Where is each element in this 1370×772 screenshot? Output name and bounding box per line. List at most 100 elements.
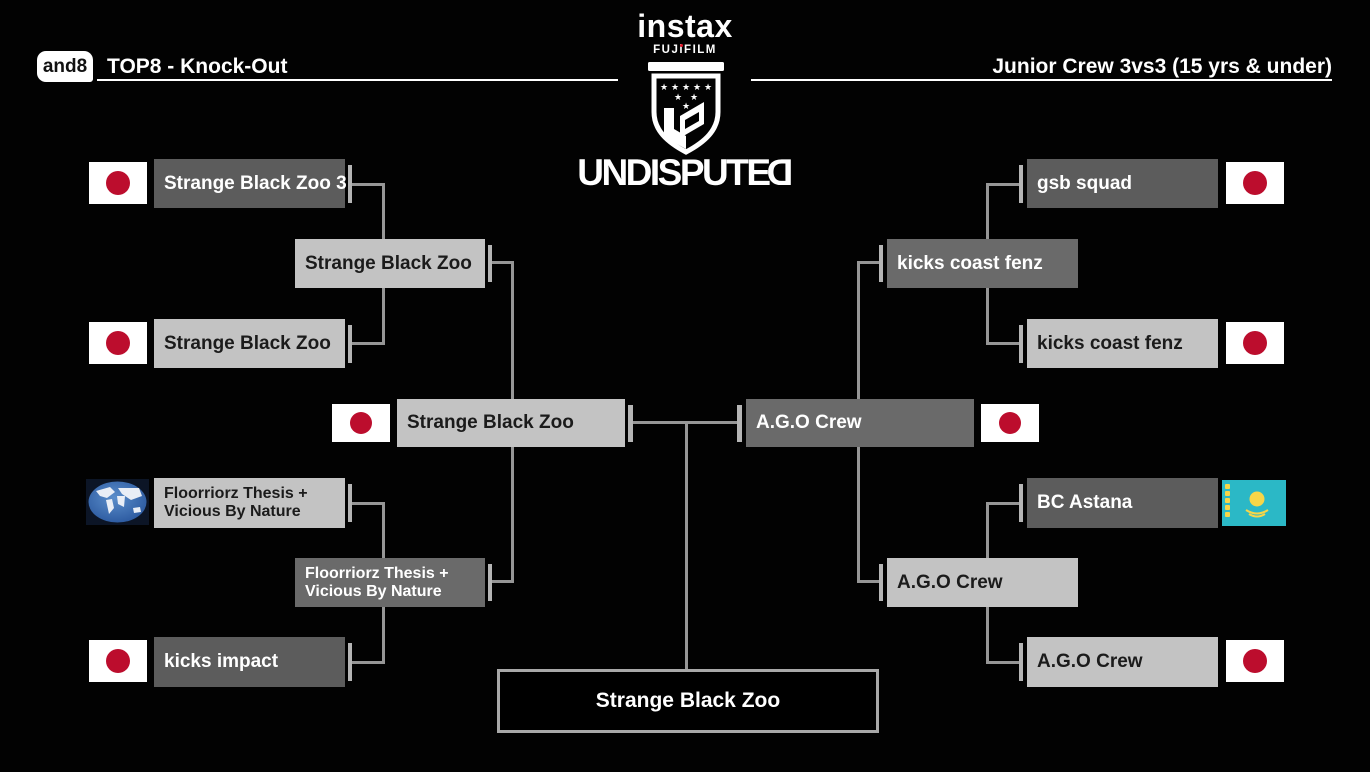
bracket-tick: [628, 405, 633, 442]
team-name: Strange Black Zoo 3: [164, 172, 347, 194]
team-name: A.G.O Crew: [756, 412, 862, 433]
japan-flag-icon: [1226, 162, 1284, 204]
team-name: BC Astana: [1037, 492, 1133, 513]
team-name: kicks impact: [164, 651, 279, 672]
svg-text:★: ★: [682, 102, 690, 112]
team-name: gsb squad: [1037, 172, 1133, 194]
and8-badge: and8: [37, 51, 93, 82]
instax-wordmark: instax: [637, 8, 733, 44]
svg-text:★: ★: [690, 93, 698, 103]
bracket-connector: [986, 183, 989, 239]
bracket-connector: [857, 580, 879, 583]
bracket-connector: [382, 288, 385, 345]
bracket-connector: [986, 502, 1019, 505]
bracket-tick: [1019, 165, 1023, 203]
right-qf-team-box-4: A.G.O Crew: [1027, 637, 1218, 687]
right-qf-team-box-1: gsb squad: [1027, 159, 1218, 208]
left-sf-team-box-1: Strange Black Zoo: [295, 239, 485, 288]
bracket-connector: [986, 183, 1019, 186]
team-name: A.G.O Crew: [897, 571, 1003, 593]
svg-text:★: ★: [704, 83, 712, 93]
team-name-line2: Vicious By Nature: [164, 503, 301, 520]
bracket-tick: [488, 245, 492, 282]
left-finalist-box: Strange Black Zoo: [397, 399, 625, 447]
fujifilm-pre: FUJ: [653, 44, 680, 56]
champion-name: Strange Black Zoo: [595, 689, 781, 712]
left-qf-team-box-4: kicks impact: [154, 637, 345, 687]
bracket-connector: [511, 261, 514, 399]
bracket-connector: [352, 661, 385, 664]
bracket-connector: [382, 183, 385, 239]
and8-badge-label: and8: [42, 55, 88, 77]
bracket-connector: [352, 183, 385, 186]
bracket-tick: [879, 245, 883, 282]
header-rule-right: [751, 79, 1332, 81]
header-rule-left: [97, 79, 618, 81]
bracket-tick: [879, 564, 883, 601]
bracket-connector: [492, 261, 513, 264]
undisputed-flipped-d: D: [768, 152, 793, 193]
bracket-connector: [986, 502, 989, 558]
bracket-tick: [737, 405, 742, 442]
bracket-connector: [857, 261, 879, 264]
right-qf-team-box-3: BC Astana: [1027, 478, 1218, 528]
team-name: Strange Black Zoo: [407, 412, 574, 433]
svg-text:★: ★: [674, 93, 682, 103]
bracket-tick: [1019, 643, 1023, 681]
world-flag-icon: [86, 479, 149, 525]
kazakhstan-flag-icon: [1222, 480, 1286, 526]
bracket-connector: [382, 607, 385, 664]
team-name: A.G.O Crew: [1037, 651, 1143, 672]
team-name-line2: Vicious By Nature: [305, 582, 442, 600]
svg-text:★: ★: [682, 83, 690, 93]
japan-flag-icon: [89, 162, 147, 204]
bracket-connector: [986, 607, 989, 664]
japan-flag-icon: [89, 322, 147, 364]
bracket-connector: [986, 288, 989, 345]
team-name: kicks coast fenz: [897, 252, 1043, 274]
right-qf-team-box-2: kicks coast fenz: [1027, 319, 1218, 368]
left-qf-team-box-2: Strange Black Zoo: [154, 319, 345, 368]
svg-text:★: ★: [660, 83, 668, 93]
bracket-tick: [488, 564, 492, 601]
bracket-connector: [986, 661, 1019, 664]
bracket-connector: [857, 447, 860, 583]
bracket-connector: [511, 447, 514, 583]
japan-flag-icon: [332, 404, 390, 442]
right-finalist-box: A.G.O Crew: [746, 399, 974, 447]
team-name-line1: Floorriorz Thesis +: [164, 485, 308, 502]
team-name: kicks coast fenz: [1037, 332, 1183, 354]
japan-flag-icon: [1226, 322, 1284, 364]
left-sf-team-box-2: Floorriorz Thesis + Vicious By Nature: [295, 558, 485, 607]
undisputed-wordmark: UNDISPUTED: [0, 152, 1370, 194]
bracket-tick: [348, 643, 352, 681]
champion-box: Strange Black Zoo: [497, 669, 879, 733]
bracket-connector: [352, 502, 385, 505]
bracket-tick: [348, 484, 352, 522]
bracket-connector: [382, 502, 385, 558]
team-name-line1: Floorriorz Thesis +: [305, 564, 449, 582]
bracket-tick: [1019, 484, 1023, 522]
japan-flag-icon: [89, 640, 147, 682]
fujifilm-red-dot-i: i: [679, 44, 685, 56]
bracket-tick: [1019, 325, 1023, 363]
bracket-connector: [352, 342, 385, 345]
team-name: Strange Black Zoo: [164, 332, 331, 354]
bracket-tick: [348, 165, 352, 203]
japan-flag-icon: [981, 404, 1039, 442]
fujifilm-post: FILM: [684, 44, 717, 56]
team-name: Strange Black Zoo: [305, 252, 472, 274]
bracket-connector: [986, 342, 1019, 345]
bracket-connector: [492, 580, 513, 583]
svg-text:★: ★: [671, 83, 679, 93]
undisputed-main: UNDISPUTE: [577, 152, 771, 193]
page-title-right: Junior Crew 3vs3 (15 yrs & under): [992, 55, 1332, 78]
bracket-connector: [685, 421, 688, 669]
right-sf-team-box-2: A.G.O Crew: [887, 558, 1078, 607]
undisputed-shield-icon: ★★★ ★★ ★★ ★: [648, 62, 724, 155]
svg-text:★: ★: [693, 83, 701, 93]
left-qf-team-box-1: Strange Black Zoo 3: [154, 159, 347, 208]
fujifilm-wordmark: FUJiFILM: [0, 44, 1370, 56]
bracket-connector: [857, 261, 860, 399]
